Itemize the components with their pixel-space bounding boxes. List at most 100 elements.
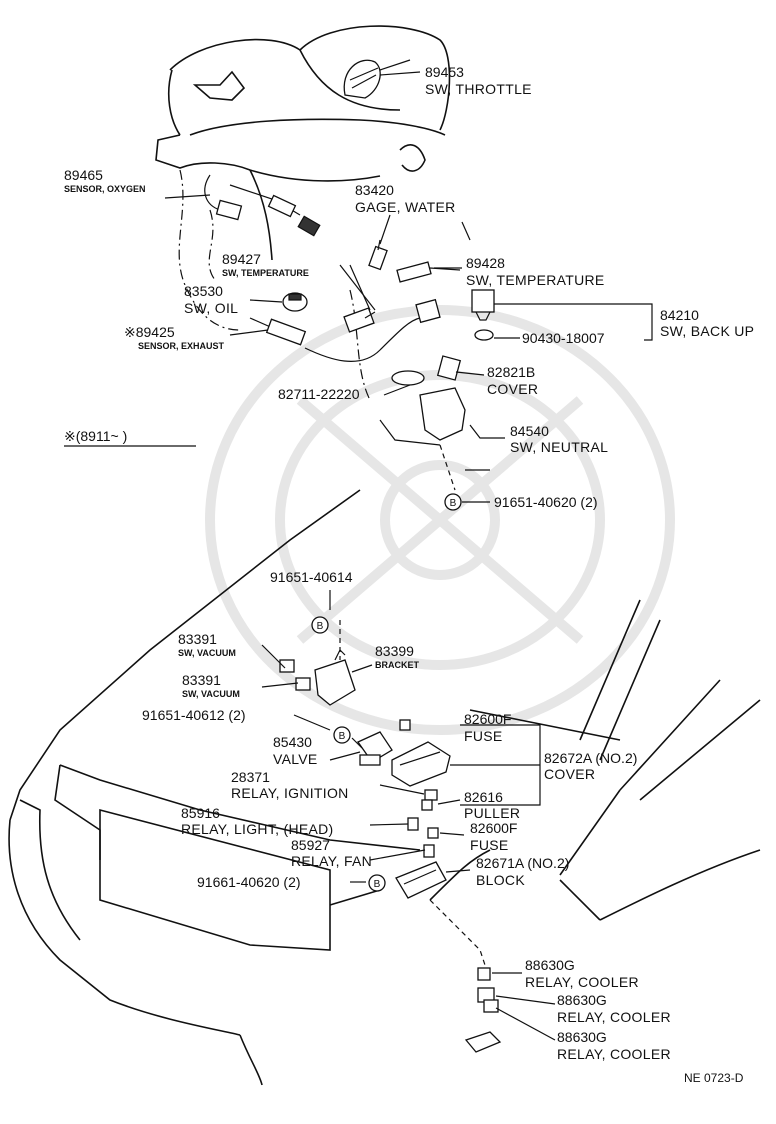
svg-text:RELAY, COOLER: RELAY, COOLER	[557, 1046, 671, 1062]
label-82600F-a: 82600F FUSE	[464, 711, 511, 744]
svg-text:82711-22220: 82711-22220	[278, 386, 360, 402]
label-82672A: 82672A (NO.2) COVER	[544, 750, 637, 782]
svg-text:SW, BACK UP: SW, BACK UP	[660, 323, 754, 339]
label-82821B: 82821B COVER	[487, 364, 538, 397]
svg-text:83391: 83391	[178, 631, 217, 647]
svg-text:COVER: COVER	[544, 766, 595, 782]
svg-text:SW, TEMPERATURE: SW, TEMPERATURE	[466, 272, 605, 288]
svg-text:B: B	[317, 621, 324, 632]
svg-text:※89425: ※89425	[124, 324, 175, 340]
label-91651-40620: 91651-40620 (2)	[494, 494, 598, 510]
svg-text:FUSE: FUSE	[470, 837, 509, 853]
svg-text:NE 0723-D: NE 0723-D	[684, 1071, 744, 1085]
svg-text:B: B	[374, 879, 381, 890]
svg-text:COVER: COVER	[487, 381, 538, 397]
svg-text:SENSOR, EXHAUST: SENSOR, EXHAUST	[138, 341, 225, 351]
svg-text:28371: 28371	[231, 769, 270, 785]
bolt-marker-3: B	[333, 726, 351, 744]
svg-text:BRACKET: BRACKET	[375, 660, 420, 670]
cooler-relays	[464, 967, 502, 1053]
svg-text:91651-40612 (2): 91651-40612 (2)	[142, 707, 246, 723]
svg-text:89428: 89428	[466, 255, 505, 271]
label-82600F-b: 82600F FUSE	[470, 820, 517, 853]
svg-text:85927: 85927	[291, 837, 330, 853]
note-date-range: ※(8911~ )	[64, 428, 196, 447]
bolt-marker-2: B	[311, 616, 329, 634]
exhaust-sensor-part	[249, 298, 441, 362]
relay-block-part	[395, 861, 486, 966]
small-relays	[399, 719, 439, 858]
svg-text:GAGE, WATER: GAGE, WATER	[355, 199, 456, 215]
vehicle-body-outline	[8, 489, 761, 1086]
svg-text:※(8911~ ): ※(8911~ )	[64, 428, 127, 444]
bolt-marker-1: B	[444, 493, 462, 511]
svg-text:SW, NEUTRAL: SW, NEUTRAL	[510, 439, 608, 455]
temperature-switch-89427-part	[343, 264, 376, 333]
throttle-switch-part	[343, 59, 411, 99]
svg-text:88630G: 88630G	[557, 1029, 607, 1045]
temperature-switch-89428-part	[396, 261, 461, 283]
label-89427: 89427 SW, TEMPERATURE	[222, 251, 309, 278]
svg-text:83530: 83530	[184, 283, 223, 299]
oil-switch-part	[282, 292, 308, 312]
svg-text:RELAY, COOLER: RELAY, COOLER	[557, 1009, 671, 1025]
label-85430: 85430 VALVE	[273, 734, 318, 767]
svg-text:SW, VACUUM: SW, VACUUM	[178, 648, 236, 658]
svg-text:82600F: 82600F	[464, 711, 511, 727]
svg-text:91651-40614: 91651-40614	[270, 569, 353, 585]
svg-text:SW, OIL: SW, OIL	[184, 300, 238, 316]
svg-text:RELAY, FAN: RELAY, FAN	[291, 853, 372, 869]
leader-lines	[164, 71, 653, 1041]
svg-text:88630G: 88630G	[557, 992, 607, 1008]
label-82616: 82616 PULLER	[464, 789, 520, 821]
svg-text:85430: 85430	[273, 734, 312, 750]
label-83391-b: 83391 SW, VACUUM	[182, 672, 240, 699]
svg-text:89465: 89465	[64, 167, 103, 183]
label-89428: 89428 SW, TEMPERATURE	[466, 255, 605, 288]
svg-text:89427: 89427	[222, 251, 261, 267]
svg-text:82672A (NO.2): 82672A (NO.2)	[544, 750, 637, 766]
svg-text:PULLER: PULLER	[464, 805, 520, 821]
svg-text:82821B: 82821B	[487, 364, 535, 380]
label-83420: 83420 GAGE, WATER	[355, 182, 456, 215]
svg-text:83399: 83399	[375, 643, 414, 659]
label-28371: 28371 RELAY, IGNITION	[231, 769, 348, 801]
svg-text:84210: 84210	[660, 307, 699, 323]
svg-text:90430-18007: 90430-18007	[522, 330, 605, 346]
label-89425: ※89425 SENSOR, EXHAUST	[124, 324, 225, 351]
svg-text:88630G: 88630G	[525, 957, 575, 973]
label-85916: 85916 RELAY, LIGHT, (HEAD)	[181, 805, 333, 837]
neutral-switch-part	[379, 355, 466, 491]
label-84210: 84210 SW, BACK UP	[660, 307, 754, 339]
label-82711: 82711-22220	[278, 386, 360, 402]
svg-text:91651-40620 (2): 91651-40620 (2)	[494, 494, 598, 510]
svg-text:82616: 82616	[464, 789, 503, 805]
engine-outline	[155, 25, 451, 401]
label-83391-a: 83391 SW, VACUUM	[178, 631, 236, 658]
label-91651-40614: 91651-40614	[270, 569, 353, 585]
svg-text:FUSE: FUSE	[464, 728, 503, 744]
label-83530: 83530 SW, OIL	[184, 283, 238, 316]
oxygen-sensor-part	[204, 174, 321, 237]
label-88630G-b: 88630G RELAY, COOLER	[557, 992, 671, 1025]
label-91661: 91661-40620 (2)	[197, 874, 301, 890]
svg-text:83391: 83391	[182, 672, 221, 688]
svg-text:B: B	[339, 731, 346, 742]
svg-text:VALVE: VALVE	[273, 751, 318, 767]
bolt-marker-4: B	[368, 874, 386, 892]
svg-text:SW, VACUUM: SW, VACUUM	[182, 689, 240, 699]
label-89453: 89453 SW, THROTTLE	[425, 64, 532, 97]
valve-part	[351, 731, 393, 766]
svg-text:BLOCK: BLOCK	[476, 872, 525, 888]
svg-text:82600F: 82600F	[470, 820, 517, 836]
svg-text:89453: 89453	[425, 64, 464, 80]
svg-text:SW, THROTTLE: SW, THROTTLE	[425, 81, 532, 97]
label-82671A: 82671A (NO.2) BLOCK	[476, 855, 569, 888]
svg-text:83420: 83420	[355, 182, 394, 198]
vacuum-switch-assembly	[279, 620, 356, 706]
svg-text:84540: 84540	[510, 423, 549, 439]
label-88630G-c: 88630G RELAY, COOLER	[557, 1029, 671, 1062]
label-84540: 84540 SW, NEUTRAL	[510, 423, 608, 455]
label-91651-40612: 91651-40612 (2)	[142, 707, 246, 723]
label-88630G-a: 88630G RELAY, COOLER	[525, 957, 639, 990]
